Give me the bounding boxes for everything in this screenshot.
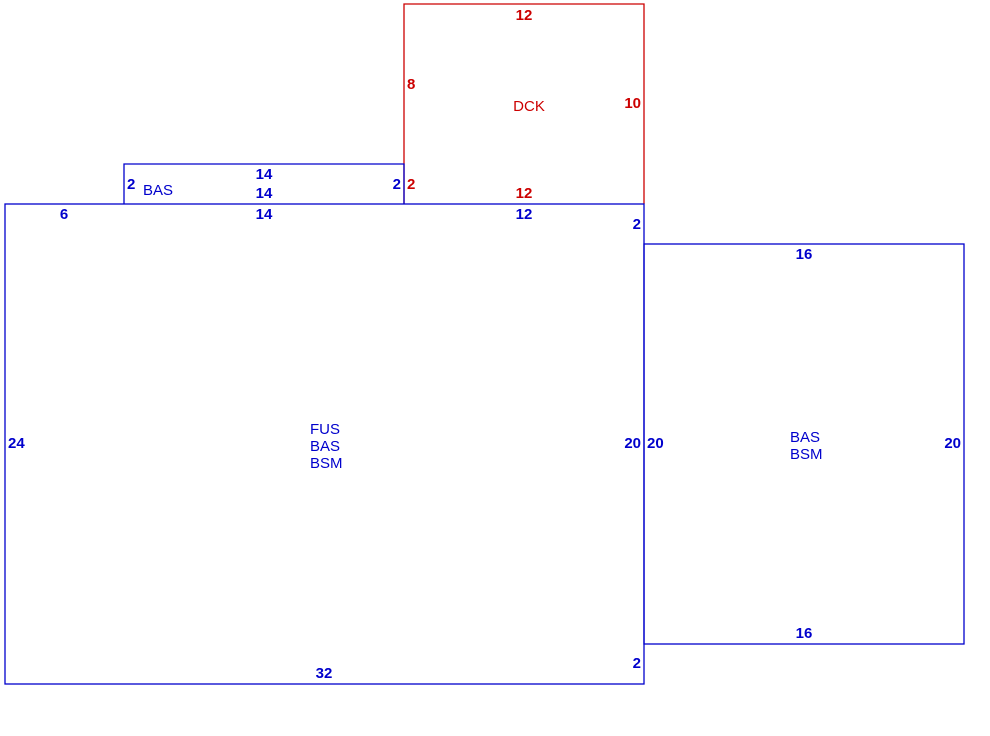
area-label-main-1: FUS — [310, 421, 340, 438]
dim-main-top-mid: 14 — [256, 206, 273, 223]
area-label-east-1: BAS — [790, 429, 820, 446]
dim-east-left: 20 — [647, 435, 664, 452]
dim-main-left: 24 — [8, 435, 25, 452]
dim-east-right: 20 — [944, 435, 961, 452]
area-label-main-3: BSM — [310, 455, 343, 472]
dim-main-right-top: 2 — [633, 216, 641, 233]
dim-east-bottom: 16 — [796, 625, 813, 642]
area-label-east-2: BSM — [790, 446, 823, 463]
area-label-deck: DCK — [513, 98, 545, 115]
dim-main-right: 20 — [624, 435, 641, 452]
area-label-bas-small: BAS — [143, 182, 173, 199]
dim-east-top: 16 — [796, 246, 813, 263]
dim-deck-left: 8 — [407, 76, 415, 93]
dim-deck-bottom: 12 — [516, 185, 533, 202]
dim-bas-small-top: 14 — [256, 166, 273, 183]
dim-deck-left-short: 2 — [407, 176, 415, 193]
dim-bas-small-right: 2 — [393, 176, 401, 193]
area-label-main-2: BAS — [310, 438, 340, 455]
dim-bas-small-left: 2 — [127, 176, 135, 193]
dim-main-bottom: 32 — [316, 665, 333, 682]
dim-main-top-left: 6 — [60, 206, 68, 223]
dim-deck-right: 10 — [624, 95, 641, 112]
dim-main-right-bottom: 2 — [633, 655, 641, 672]
deck-outline — [403, 3, 645, 204]
dim-bas-small-bottom: 14 — [256, 185, 273, 202]
dim-deck-top: 12 — [516, 7, 533, 24]
bas-small-outline — [123, 163, 405, 204]
east-outline — [643, 243, 965, 645]
dim-main-top-right: 12 — [516, 206, 533, 223]
